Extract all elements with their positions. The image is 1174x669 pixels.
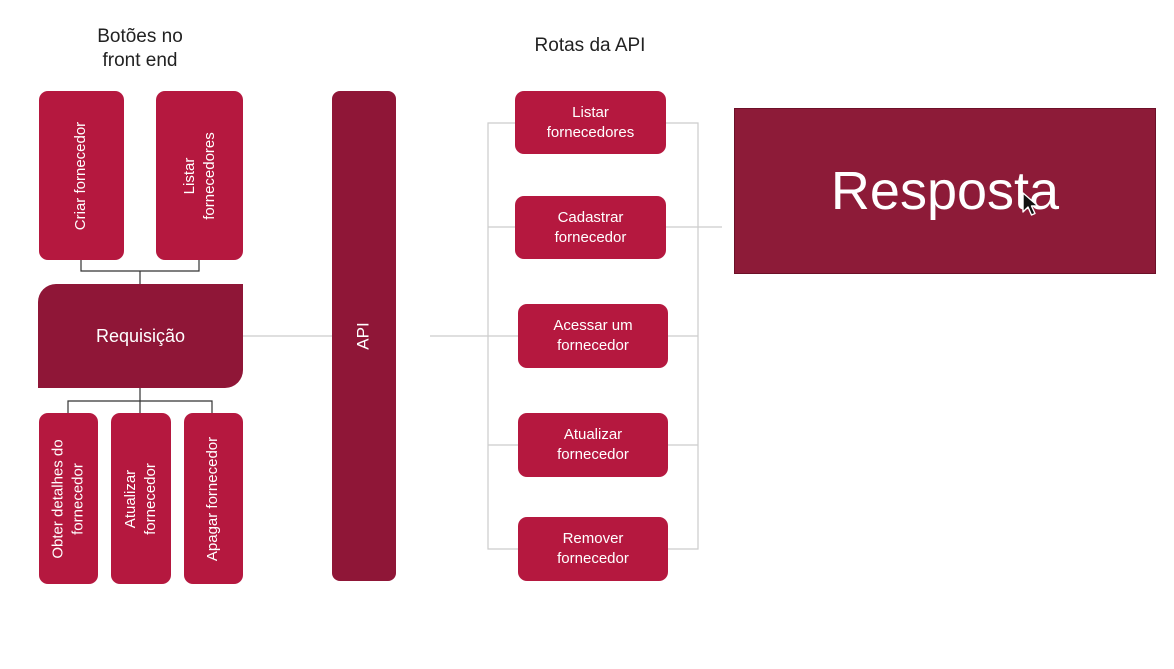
routes-bracket-left: [487, 122, 518, 550]
route-remove-supplier[interactable]: Remover fornecedor: [518, 517, 668, 581]
routes-bracket-right: [665, 122, 699, 550]
request-block: Requisição: [38, 284, 243, 388]
mouse-cursor-icon: [1022, 192, 1039, 216]
list-suppliers-button[interactable]: Listar fornecedores: [156, 91, 243, 260]
get-supplier-details-button[interactable]: Obter detalhes do fornecedor: [39, 413, 98, 584]
response-block: Resposta: [734, 108, 1156, 274]
route-get-supplier[interactable]: Acessar um fornecedor: [518, 304, 668, 368]
frontend-heading: Botões no front end: [97, 26, 183, 71]
delete-supplier-button[interactable]: Apagar fornecedor: [184, 413, 243, 584]
route-create-supplier[interactable]: Cadastrar fornecedor: [515, 196, 666, 259]
route-update-supplier[interactable]: Atualizar fornecedor: [518, 413, 668, 477]
route-list-suppliers[interactable]: Listar fornecedores: [515, 91, 666, 154]
connector-top-buttons: [80, 260, 200, 284]
api-routes-heading: Rotas da API: [534, 35, 646, 56]
api-block: API: [332, 91, 396, 581]
connector-bottom-buttons: [67, 388, 213, 413]
update-supplier-button[interactable]: Atualizar fornecedor: [111, 413, 171, 584]
create-supplier-button[interactable]: Criar fornecedor: [39, 91, 124, 260]
